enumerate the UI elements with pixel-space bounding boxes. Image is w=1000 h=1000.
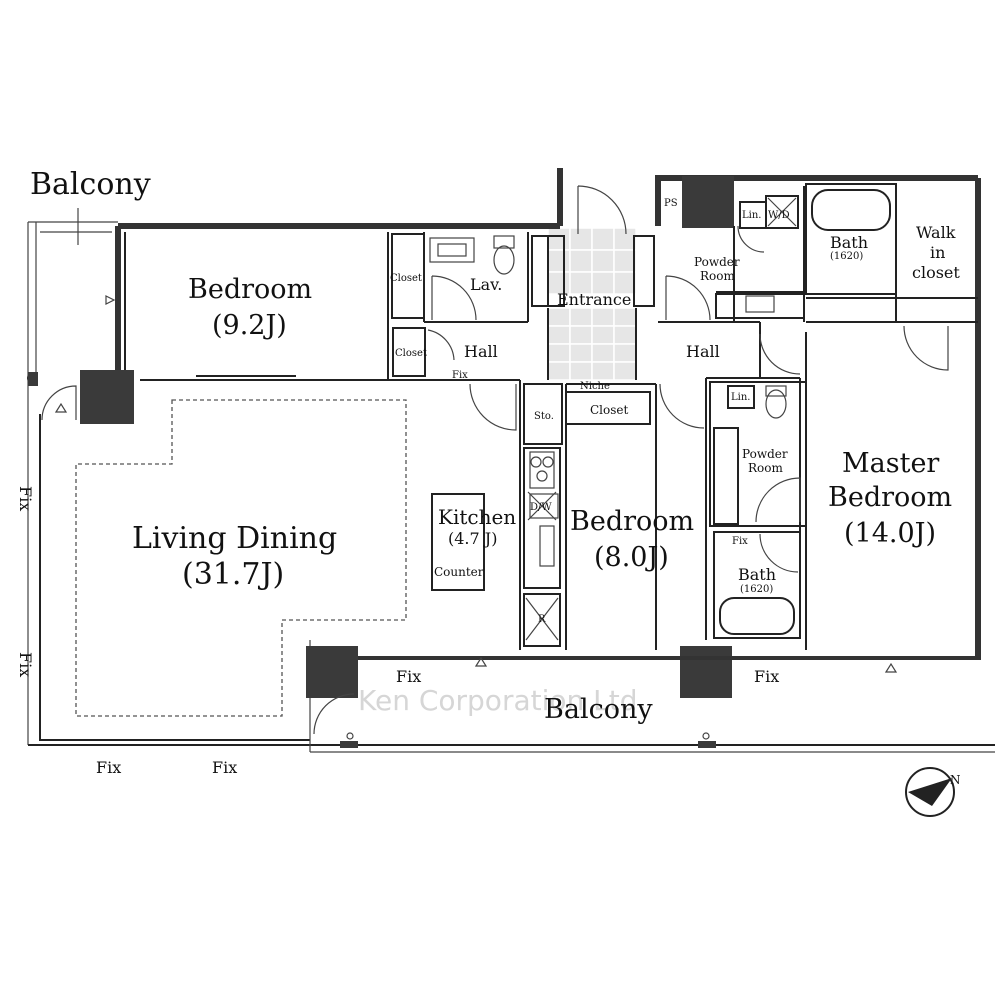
bedroom1-size-label: (9.2J) bbox=[212, 310, 287, 341]
balcony-bottom-label: Balcony bbox=[544, 694, 653, 725]
bedroom1-name-label: Bedroom bbox=[188, 274, 312, 305]
master-name1-label: Master bbox=[842, 448, 939, 479]
bath-mid-label: Bath bbox=[738, 565, 776, 584]
bath-top-size-label: (1620) bbox=[830, 251, 863, 262]
lav-label: Lav. bbox=[470, 275, 502, 294]
powder-room-top-label-2: Room bbox=[700, 269, 735, 283]
hall-left-label: Hall bbox=[464, 342, 498, 361]
kitchen-name-label: Kitchen bbox=[438, 505, 516, 529]
kitchen-fixtures bbox=[431, 197, 797, 641]
linen-mid-label: Lin. bbox=[731, 392, 750, 403]
watermark: Ken Corporation Ltd. bbox=[358, 684, 646, 717]
fix-small-label: Fix bbox=[452, 370, 468, 381]
door-swings bbox=[41, 185, 949, 735]
walk-in-label-3: closet bbox=[912, 263, 960, 282]
bath-mid-size-label: (1620) bbox=[740, 584, 773, 595]
fix-bottom-1-label: Fix bbox=[96, 758, 121, 777]
fix-balcony-2-label: Fix bbox=[754, 667, 779, 686]
north-label: N bbox=[950, 773, 961, 787]
niche-label: Niche bbox=[580, 381, 610, 392]
fix-left-upper-label: Fix bbox=[16, 486, 35, 511]
closet-c-label: Closet bbox=[590, 403, 629, 417]
refrigerator-label: R bbox=[538, 614, 546, 625]
walk-in-label-1: Walk bbox=[916, 223, 956, 242]
powder-room-mid-label-1: Powder bbox=[742, 447, 788, 461]
powder-room-mid-label-2: Room bbox=[748, 461, 783, 475]
counter-label: Counter bbox=[434, 565, 484, 579]
living-size-label: (31.7J) bbox=[182, 557, 284, 592]
north-arrow: N bbox=[905, 767, 961, 817]
left-balcony bbox=[27, 208, 995, 753]
structural-columns bbox=[80, 370, 732, 698]
master-size-label: (14.0J) bbox=[844, 518, 936, 549]
hall-right-label: Hall bbox=[686, 342, 720, 361]
entrance-label: Entrance bbox=[557, 290, 631, 309]
bedroom2-name-label: Bedroom bbox=[570, 506, 694, 537]
powder-room-top-label-1: Powder bbox=[694, 255, 740, 269]
fix-balcony-1-label: Fix bbox=[396, 667, 421, 686]
ps-label: PS bbox=[664, 198, 678, 209]
window-markers bbox=[54, 295, 898, 748]
fix-small2-label: Fix bbox=[732, 536, 748, 547]
washer-dryer-label: W/D bbox=[768, 210, 790, 221]
living-area-outline bbox=[75, 399, 407, 717]
storage-label: Sto. bbox=[534, 411, 554, 422]
closet-a-label: Closet bbox=[390, 273, 422, 284]
bedroom2-size-label: (8.0J) bbox=[594, 542, 669, 573]
linen-top-label: Lin. bbox=[742, 210, 761, 221]
bath-top-label: Bath bbox=[830, 233, 868, 252]
fix-left-lower-label: Fix bbox=[16, 652, 35, 677]
interior-walls bbox=[124, 183, 978, 660]
closet-b-label: Closet bbox=[395, 348, 427, 359]
master-name2-label: Bedroom bbox=[828, 482, 952, 513]
fix-bottom-2-label: Fix bbox=[212, 758, 237, 777]
living-name-label: Living Dining bbox=[132, 521, 337, 556]
exterior-walls bbox=[115, 168, 981, 660]
kitchen-size-label: (4.7 J) bbox=[448, 529, 497, 548]
dishwasher-label: D/W bbox=[530, 502, 552, 513]
lav-fixtures bbox=[429, 235, 787, 419]
balcony-top-label: Balcony bbox=[30, 167, 151, 202]
walk-in-label-2: in bbox=[930, 243, 945, 262]
